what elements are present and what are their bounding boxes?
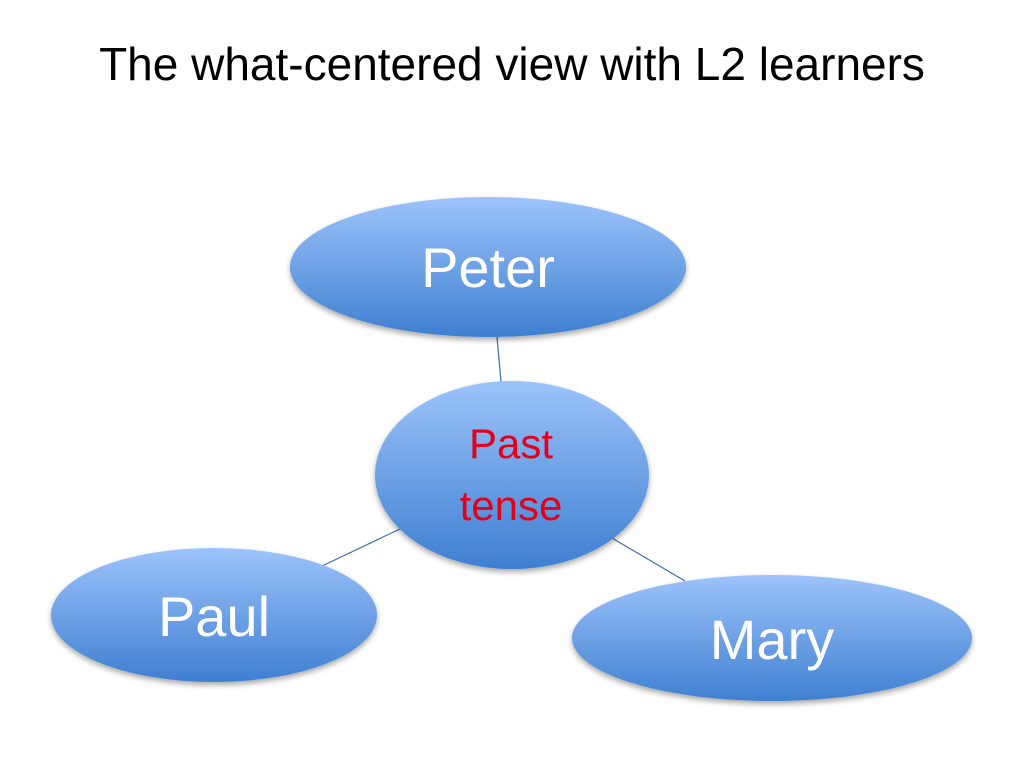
node-peter-label: Peter [421, 236, 555, 299]
slide-title: The what-centered view with L2 learners [99, 38, 925, 90]
node-mary-shape [572, 575, 972, 701]
connector-paul [321, 528, 401, 567]
connector-peter [496, 336, 502, 383]
node-paul: Paul [51, 548, 377, 682]
node-peter: Peter [290, 197, 686, 337]
node-peter-shape [290, 197, 686, 337]
node-paul-label: Paul [158, 585, 270, 648]
connector-mary [611, 537, 686, 582]
center-label-line2: tense [460, 482, 563, 529]
node-center-shape [375, 381, 649, 569]
node-center: Past tense [375, 381, 649, 569]
center-label-line1: Past [469, 420, 553, 467]
node-mary: Mary [572, 575, 972, 701]
node-mary-label: Mary [710, 608, 834, 671]
node-paul-shape [51, 548, 377, 682]
